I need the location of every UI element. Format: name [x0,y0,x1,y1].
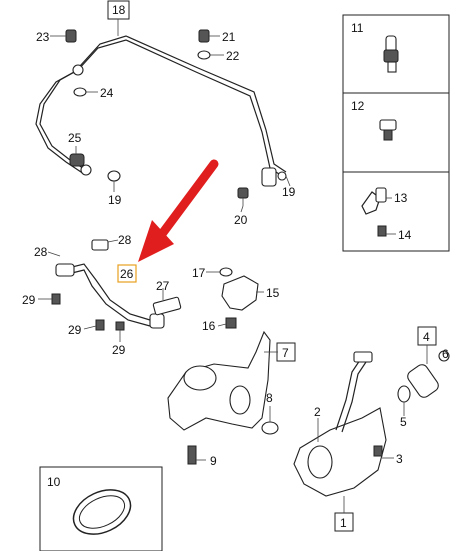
label-29-left: 29 [22,293,36,307]
label-20: 20 [234,213,248,227]
gasket-10 [72,489,132,535]
label-22: 22 [226,49,240,63]
label-3: 3 [396,452,403,466]
label-16: 16 [202,319,216,333]
bolt-21 [198,29,210,43]
label-10: 10 [47,475,61,489]
label-29-low: 29 [112,343,126,357]
label-2: 2 [314,405,321,419]
plug-12 [379,119,397,141]
label-15: 15 [266,286,280,300]
label-19-left: 19 [108,193,122,207]
label-5: 5 [400,415,407,429]
label-8: 8 [266,391,273,405]
label-27: 27 [156,279,170,293]
washer-22 [197,50,211,60]
label-1: 1 [340,516,347,530]
bracket-15 [221,275,259,329]
bolt-23 [65,29,77,43]
label-14: 14 [398,228,412,242]
label-26: 26 [120,267,134,281]
label-box-18 [107,0,130,20]
label-7: 7 [282,346,289,360]
bolt-29-mid [95,319,105,331]
pipe-assembly-26 [55,239,165,329]
label-18: 18 [112,3,126,17]
label-4: 4 [423,330,430,344]
label-9: 9 [210,454,217,468]
clip-13 [361,187,387,215]
clamp-25 [69,153,85,167]
bolt-20 [237,187,249,206]
callout-column [342,14,450,252]
red-arrow [138,159,219,262]
label-13: 13 [394,191,408,205]
washer-19-left [107,170,121,182]
actuator-7 [167,330,271,465]
label-28-right: 28 [118,233,132,247]
gasket-8 [261,421,279,435]
bolt-29-low [115,321,125,331]
pipe-assembly-18 [35,35,287,187]
bolt-14 [377,225,387,237]
sensor-11 [383,35,399,73]
label-21: 21 [222,30,236,44]
leader-lines [38,19,428,513]
label-29-mid: 29 [68,323,82,337]
label-19-right: 19 [282,185,296,199]
bolt-29-left [51,293,61,305]
egr-body-1 [293,351,387,497]
label-23: 23 [36,30,50,44]
clamp-5 [397,385,411,403]
label-24: 24 [100,86,114,100]
washer-17 [219,267,233,277]
label-28-left: 28 [34,245,48,259]
label-11: 11 [351,21,364,35]
washer-24 [73,87,87,97]
label-12: 12 [351,99,365,113]
highlight-box-26 [117,264,137,283]
label-25: 25 [68,131,82,145]
label-17: 17 [192,266,206,280]
hose-4 [407,350,450,398]
gasket-27 [152,296,182,316]
callout-box-10 [39,466,163,551]
label-6: 6 [442,347,449,361]
